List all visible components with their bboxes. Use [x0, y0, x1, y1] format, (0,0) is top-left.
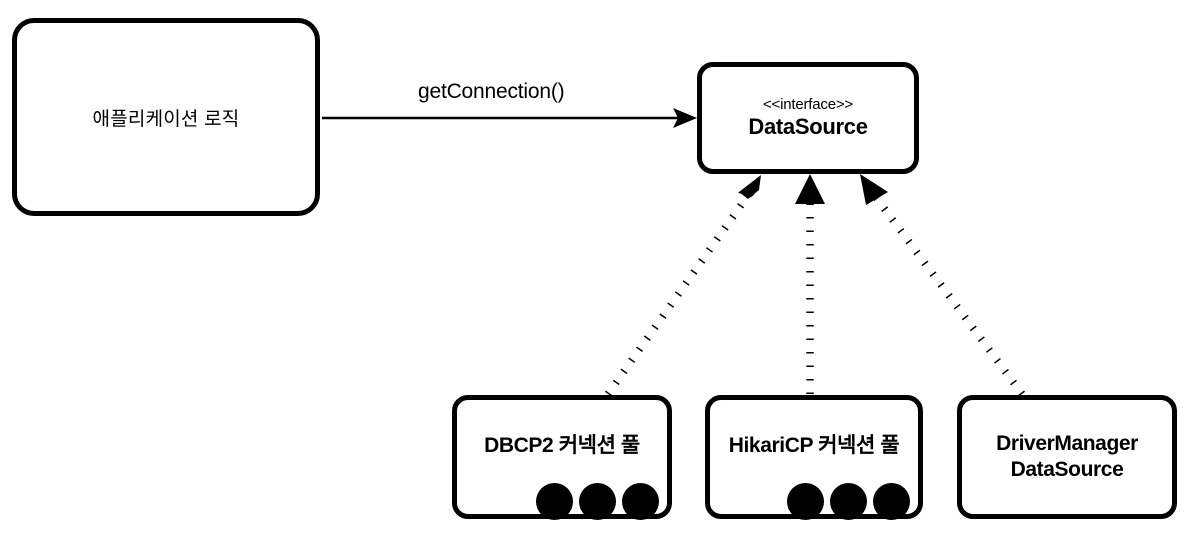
node-hikaricp-pool-label: HikariCP 커넥션 풀	[728, 434, 900, 457]
edge-realization-drivermanager	[860, 174, 1026, 397]
node-hikaricp-pool[interactable]: HikariCP 커넥션 풀	[705, 395, 923, 520]
node-drivermanager-datasource-label: DriverManager DataSource	[988, 431, 1146, 484]
node-datasource-interface[interactable]: <<interface>> DataSource	[697, 62, 919, 174]
node-dbcp2-pool-label: DBCP2 커넥션 풀	[484, 434, 640, 457]
node-application-logic-label: 애플리케이션 로직	[92, 108, 240, 130]
node-drivermanager-datasource[interactable]: DriverManager DataSource	[957, 395, 1177, 519]
connection-dot	[830, 483, 867, 520]
edge-call-getconnection	[322, 108, 697, 128]
edge-label-getconnection: getConnection()	[418, 80, 565, 103]
edge-realization-dbcp2	[604, 175, 761, 397]
connection-dot	[873, 483, 910, 520]
node-drivermanager-label-line2: DataSource	[1010, 458, 1124, 481]
node-dbcp2-connection-dots	[536, 483, 659, 520]
node-datasource-title: DataSource	[748, 113, 868, 139]
connection-dot	[622, 483, 659, 520]
node-hikaricp-connection-dots	[787, 483, 910, 520]
connection-dot	[536, 483, 573, 520]
connection-dot	[787, 483, 824, 520]
node-dbcp2-pool[interactable]: DBCP2 커넥션 풀	[452, 395, 672, 520]
edge-realization-hikaricp	[795, 174, 825, 394]
node-application-logic[interactable]: 애플리케이션 로직	[12, 18, 320, 216]
connection-dot	[579, 483, 616, 520]
node-datasource-stereotype: <<interface>>	[763, 95, 853, 113]
node-drivermanager-label-line1: DriverManager	[996, 431, 1138, 455]
